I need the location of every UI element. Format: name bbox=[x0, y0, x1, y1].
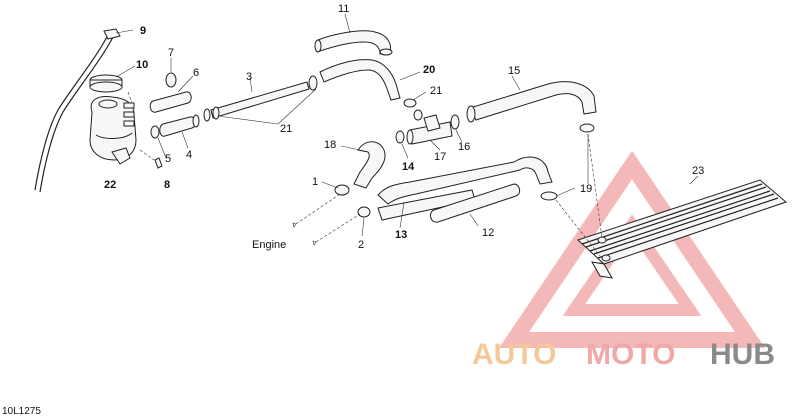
part-11-hose bbox=[314, 30, 393, 56]
part-7-clamp bbox=[165, 72, 177, 88]
part-21-clamp bbox=[403, 98, 417, 108]
label-21-left: 21 bbox=[280, 123, 292, 135]
part-18-hose bbox=[353, 141, 386, 189]
part-4-hose bbox=[159, 116, 197, 137]
part-15-hose bbox=[466, 81, 597, 123]
reference-code: 10L1275 bbox=[2, 406, 41, 417]
part-3-pipe bbox=[203, 75, 318, 122]
part-21-clamp bbox=[413, 109, 423, 121]
label-4: 4 bbox=[186, 149, 192, 161]
part-17-tee bbox=[406, 114, 453, 145]
label-19: 19 bbox=[580, 183, 592, 195]
part-6-hose bbox=[149, 91, 192, 113]
leader-lines bbox=[115, 13, 699, 257]
watermark-moto: MOTO bbox=[586, 338, 675, 371]
part-20-hose bbox=[319, 59, 401, 101]
label-11: 11 bbox=[338, 3, 349, 15]
label-1: 1 bbox=[312, 176, 318, 188]
label-17: 17 bbox=[434, 151, 446, 163]
part-14-clamp bbox=[395, 130, 405, 144]
label-23: 23 bbox=[692, 165, 704, 177]
label-5: 5 bbox=[165, 153, 171, 165]
part-22-tank bbox=[89, 96, 137, 165]
watermark-text: AUTO MOTO HUB bbox=[472, 338, 775, 371]
label-14: 14 bbox=[402, 161, 415, 173]
watermark-outer-triangle bbox=[498, 150, 766, 348]
part-9-rod bbox=[34, 28, 121, 193]
part-10-cap bbox=[89, 74, 123, 93]
label-10: 10 bbox=[136, 59, 148, 71]
label-22: 22 bbox=[104, 179, 116, 191]
label-15: 15 bbox=[508, 65, 520, 77]
watermark-auto: AUTO bbox=[472, 338, 556, 371]
part-labels: 9 10 7 6 3 11 20 21 21 15 16 17 14 18 5 … bbox=[2, 3, 704, 417]
label-13: 13 bbox=[395, 229, 407, 241]
part-12-hose bbox=[430, 183, 521, 223]
part-16-clamp bbox=[450, 114, 460, 130]
label-7: 7 bbox=[168, 47, 174, 59]
part-2-clamp bbox=[357, 206, 371, 218]
label-12: 12 bbox=[482, 227, 494, 239]
label-16: 16 bbox=[458, 141, 470, 153]
label-3: 3 bbox=[246, 71, 252, 83]
part-4-fitting bbox=[192, 114, 200, 128]
part-1-clamp bbox=[334, 184, 350, 196]
label-8: 8 bbox=[164, 179, 170, 191]
label-21-top: 21 bbox=[430, 85, 442, 97]
part-19-clamp bbox=[579, 123, 595, 133]
label-2: 2 bbox=[358, 239, 364, 251]
label-20: 20 bbox=[423, 64, 435, 76]
watermark-hub: HUB bbox=[710, 338, 775, 371]
part-19-clamp bbox=[540, 191, 558, 201]
part-23-radiator bbox=[577, 179, 787, 279]
part-5-clamp bbox=[150, 125, 160, 139]
label-18: 18 bbox=[324, 139, 336, 151]
label-9: 9 bbox=[140, 25, 146, 37]
part-8-screw bbox=[154, 157, 163, 169]
label-6: 6 bbox=[193, 67, 199, 79]
engine-label: Engine bbox=[252, 239, 286, 251]
